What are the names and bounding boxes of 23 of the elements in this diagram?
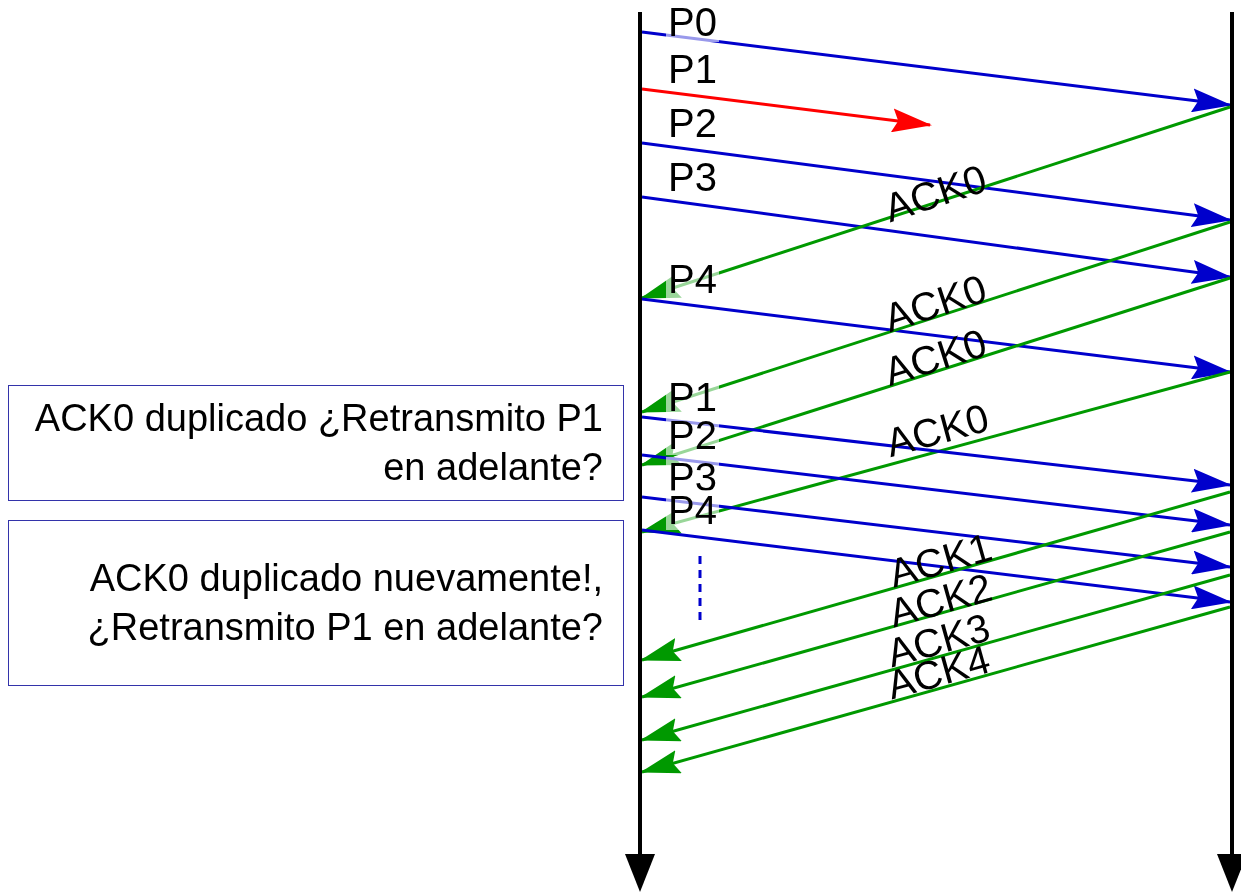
message-arrow [641,453,1232,533]
message-arrow [640,370,1231,534]
message-arrow [640,605,1231,774]
message-arrow [641,141,1232,227]
message-arrow [641,528,1232,610]
message-arrow [640,573,1231,742]
message-arrow [641,297,1232,380]
message-arrow [641,495,1232,575]
edge-label: ACK0 [879,396,994,464]
edge-label: P2 [666,415,719,455]
edge-label: ACK0 [877,157,993,229]
message-arrow [641,195,1232,284]
message-arrow [640,490,1231,662]
message-arrow [641,30,1232,113]
message-arrow [641,87,932,133]
edge-label: P4 [666,490,719,530]
message-arrow [641,415,1232,493]
message-arrow [640,220,1231,414]
message-arrow [640,276,1231,467]
note-box: ACK0 duplicado nuevamente!, ¿Retransmito P1 en adelante? [8,520,624,686]
message-arrow [640,530,1231,699]
note-box: ACK0 duplicado ¿Retransmito P1 en adelante? [8,385,624,501]
message-arrow [640,105,1231,300]
